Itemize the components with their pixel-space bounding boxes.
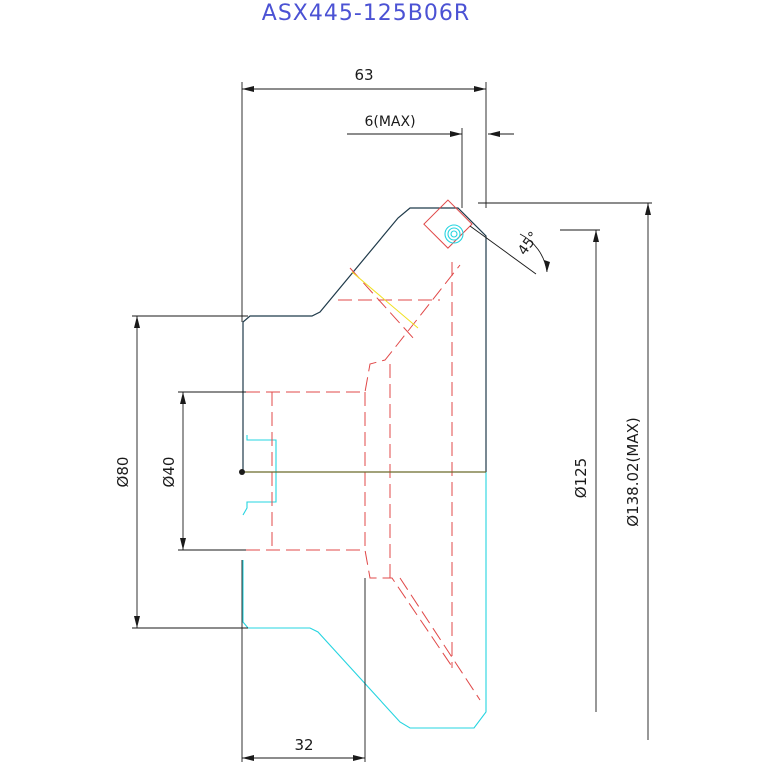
dim-dia-80: Ø80 xyxy=(114,457,132,488)
hidden-lines xyxy=(246,262,481,701)
dim-dia-40: Ø40 xyxy=(160,457,178,488)
dim-dia-138: Ø138.02(MAX) xyxy=(624,417,642,526)
dim-width-hub: 32 xyxy=(294,736,313,754)
dim-max-depth: 6(MAX) xyxy=(364,114,415,130)
dim-width-total: 63 xyxy=(354,66,373,84)
part-outline-upper xyxy=(242,207,487,472)
dim-dia-125: Ø125 xyxy=(572,458,590,498)
part-outline-lower xyxy=(242,199,487,729)
dimension-lines xyxy=(132,82,652,762)
dim-angle: 45° xyxy=(515,229,542,259)
dimension-arrows xyxy=(134,86,651,761)
axis-origin-point xyxy=(239,469,245,475)
drawing-title: ASX445-125B06R xyxy=(262,1,470,26)
construction-line xyxy=(351,271,419,329)
